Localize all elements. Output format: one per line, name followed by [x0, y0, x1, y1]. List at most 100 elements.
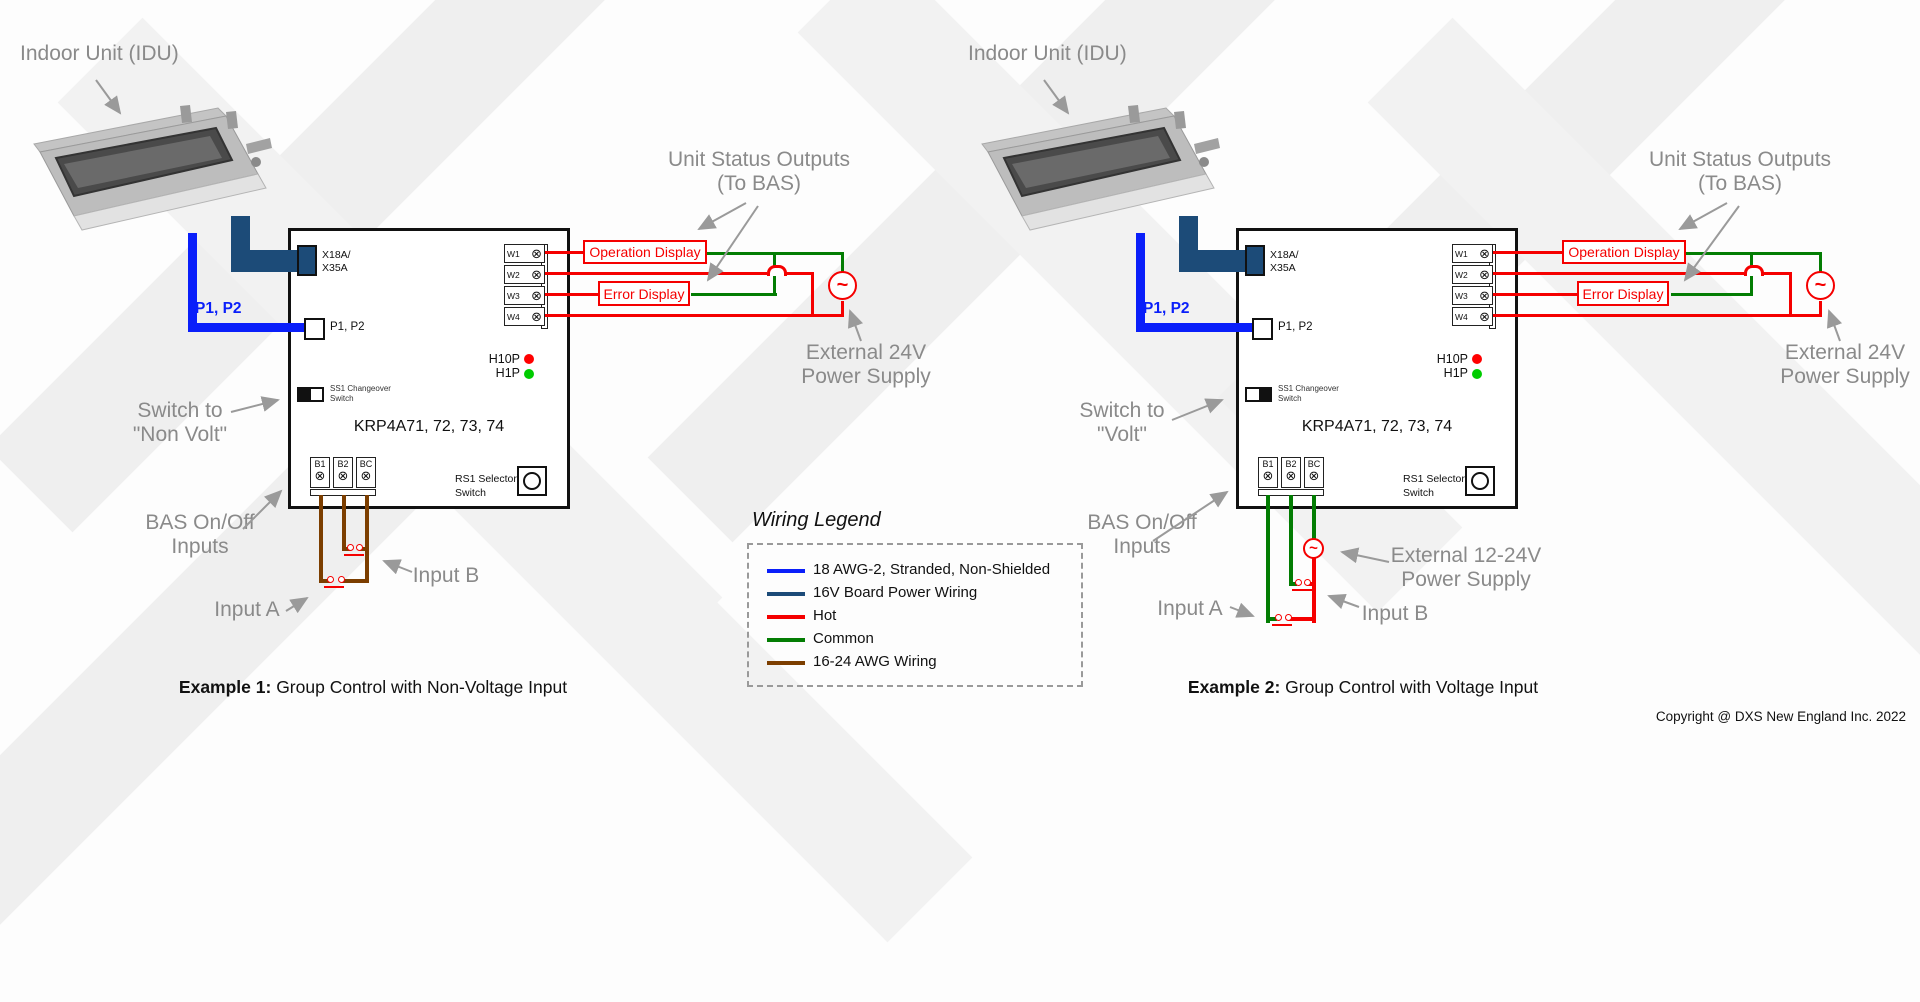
indoor-unit-image [981, 105, 1220, 231]
switch-contact-icon [1285, 614, 1292, 621]
switch-contact-icon [347, 544, 354, 551]
error-display-box: Error Display [1577, 281, 1669, 306]
h10p-led-label: H10P [1436, 352, 1468, 366]
terminal-w4: W4⊗ [504, 307, 545, 326]
p1p2-wire-horizontal [188, 323, 309, 332]
terminal-b1: B1⊗ [1258, 457, 1278, 488]
terminal-b1: B1⊗ [310, 457, 330, 488]
screw-terminal-icon: ⊗ [1479, 288, 1490, 303]
bc-common-wire [1312, 495, 1316, 540]
switch-contact-bar [324, 586, 344, 588]
switch-contact-icon [1295, 579, 1302, 586]
p1p2-terminal [1252, 318, 1273, 340]
terminal-b2: B2⊗ [333, 457, 353, 488]
w3-hot-wire [1488, 293, 1577, 296]
screw-terminal-icon: ⊗ [531, 246, 542, 261]
ss1-switch-label: SS1 Changeover Switch [1278, 384, 1339, 403]
board-power-wire-horizontal [231, 250, 301, 272]
screw-terminal-icon: ⊗ [1262, 468, 1274, 483]
hot-wire-to-supply [1819, 301, 1822, 317]
input-a-wire [1266, 617, 1277, 621]
operation-display-box: Operation Display [1562, 240, 1686, 264]
example-caption: Example 2: Group Control with Voltage In… [1187, 677, 1539, 697]
p1p2-wire-horizontal [1136, 323, 1257, 332]
x18a-terminal-label: X18A/ X35A [322, 249, 351, 275]
idu-label: Indoor Unit (IDU) [20, 42, 179, 65]
terminal-w3: W3⊗ [504, 286, 545, 305]
screw-terminal-icon: ⊗ [1479, 309, 1490, 324]
common-wire-error [691, 293, 777, 296]
p1p2-terminal-label: P1, P2 [1278, 321, 1313, 333]
x18a-terminal-label: X18A/ X35A [1270, 249, 1299, 275]
screw-terminal-icon: ⊗ [531, 288, 542, 303]
h1p-led [1472, 369, 1482, 379]
external-power-label: External 24V Power Supply [801, 341, 931, 388]
b2-input-wire [342, 495, 346, 551]
terminal-w3: W3⊗ [1452, 286, 1493, 305]
board-model-label: KRP4A71, 72, 73, 74 [353, 418, 505, 435]
example-2-diagram: Indoor Unit (IDU) P1, P2 KRP4A71, 72, 73… [948, 0, 1910, 730]
w2-hot-wire [1758, 272, 1792, 275]
input-a-label: Input A [1157, 597, 1223, 620]
unit-status-label: Unit Status Outputs (To BAS) [667, 148, 851, 195]
p1p2-wire-label: P1, P2 [195, 300, 242, 317]
input-b-wire [1307, 582, 1316, 586]
switch-contact-bar [1292, 589, 1312, 591]
legend-item: Common [749, 630, 1081, 650]
screw-terminal-icon: ⊗ [1285, 468, 1297, 483]
h1p-led-label: H1P [1443, 366, 1468, 380]
legend-color-swatch [767, 569, 805, 573]
ac-power-source-icon: ~ [1303, 538, 1324, 559]
example-caption: Example 1: Group Control with Non-Voltag… [178, 677, 568, 697]
h1p-led-label: H1P [495, 366, 520, 380]
switch-contact-icon [338, 576, 345, 583]
wiring-legend: 18 AWG-2, Stranded, Non-Shielded 16V Boa… [747, 543, 1083, 687]
p1p2-terminal-label: P1, P2 [330, 321, 365, 333]
legend-item: 18 AWG-2, Stranded, Non-Shielded [749, 561, 1081, 581]
operation-display-box: Operation Display [583, 240, 707, 264]
screw-terminal-icon: ⊗ [337, 468, 349, 483]
p1p2-terminal [304, 318, 325, 340]
board-power-wire-vertical [1179, 216, 1198, 258]
error-display-box: Error Display [598, 281, 690, 306]
copyright-notice: Copyright @ DXS New England Inc. 2022 [1655, 709, 1906, 724]
screw-terminal-icon: ⊗ [314, 468, 326, 483]
h10p-led [524, 354, 534, 364]
indoor-unit-image [33, 105, 272, 231]
x18a-terminal [1245, 245, 1265, 276]
input-a-wire [1289, 617, 1316, 621]
common-wire-to-supply [1819, 252, 1822, 273]
ac-power-source-icon: ~ [1806, 271, 1835, 300]
rs1-selector-switch [1465, 466, 1495, 496]
common-wire-error [1671, 293, 1753, 296]
ss1-changeover-switch [297, 387, 324, 402]
rs1-dial-icon [523, 472, 541, 490]
w1-hot-wire [1488, 251, 1564, 254]
terminal-w2: W2⊗ [1452, 265, 1493, 284]
external-input-power-label: External 12-24V Power Supply [1390, 544, 1542, 591]
x18a-terminal [297, 245, 317, 276]
switch-contact-icon [1275, 614, 1282, 621]
screw-terminal-icon: ⊗ [1308, 468, 1320, 483]
screw-terminal-icon: ⊗ [531, 267, 542, 282]
legend-item: 16-24 AWG Wiring [749, 653, 1081, 673]
screw-terminal-icon: ⊗ [360, 468, 372, 483]
input-a-wire [319, 579, 330, 583]
p1p2-wire-vertical [188, 233, 197, 332]
p1p2-wire-vertical [1136, 233, 1145, 332]
rs1-dial-icon [1471, 472, 1489, 490]
b1-common-wire [1266, 495, 1270, 623]
input-b-wire [342, 547, 350, 551]
legend-color-swatch [767, 592, 805, 596]
h10p-led [1472, 354, 1482, 364]
terminal-b2: B2⊗ [1281, 457, 1301, 488]
idu-label: Indoor Unit (IDU) [968, 42, 1127, 65]
hot-wire-to-supply [841, 301, 844, 317]
w4-hot-wire [540, 314, 844, 317]
bc-input-wire [365, 495, 369, 583]
rs1-selector-label: RS1 Selector Switch [455, 473, 517, 499]
legend-color-swatch [767, 661, 805, 665]
switch-contact-icon [1304, 579, 1311, 586]
switch-to-label: Switch to "Non Volt" [132, 399, 228, 446]
switch-contact-bar [344, 554, 364, 556]
